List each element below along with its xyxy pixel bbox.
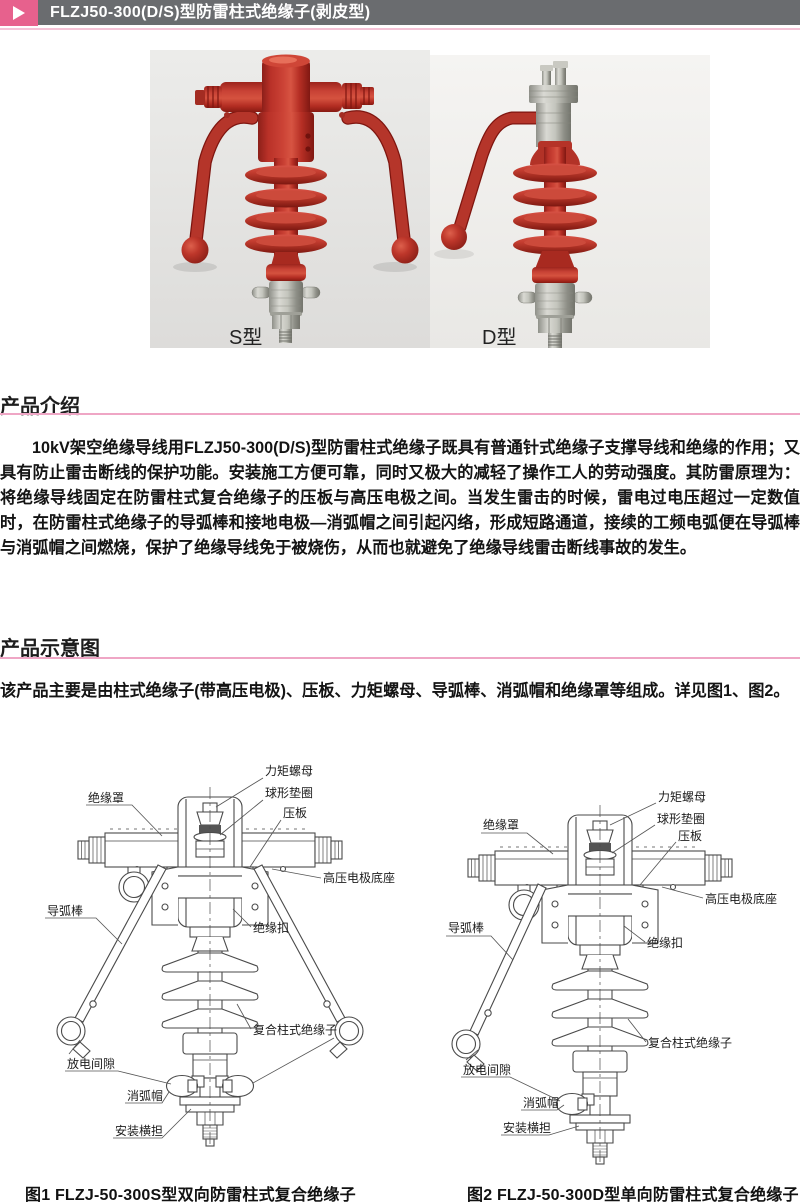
fig1-label-torque-nut: 力矩螺母 — [265, 764, 313, 778]
header-rule — [0, 28, 800, 30]
fig1-label-arc-quench-cap: 消弧帽 — [127, 1088, 163, 1103]
fig1-label-hv-electrode-base: 高压电极底座 — [323, 870, 395, 885]
fig2-label-discharge-gap: 放电间隙 — [463, 1062, 511, 1077]
fig1-label-pressure-plate: 压板 — [283, 806, 307, 820]
intro-rule — [0, 413, 800, 415]
figure2-leader-lines — [446, 802, 704, 1136]
fig1-label-insulation-cover: 绝缘罩 — [88, 790, 124, 805]
figure2-diagram: 力矩螺母 球形垫圈 压板 绝缘罩 高压电极底座 导弧棒 绝缘扣 复合柱式绝缘子 … — [446, 790, 777, 1166]
schematic-rule — [0, 657, 800, 659]
fig2-label-pressure-plate: 压板 — [678, 829, 702, 843]
page-title: FLZJ50-300(D/S)型防雷柱式绝缘子(剥皮型) — [50, 4, 371, 21]
photo-label-d: D型 — [482, 327, 517, 349]
fig1-label-spherical-washer: 球形垫圈 — [265, 785, 313, 800]
intro-heading: 产品介绍 — [0, 396, 80, 418]
figure1-leader-lines — [45, 777, 335, 1139]
fig2-label-hv-electrode-base: 高压电极底座 — [705, 891, 777, 906]
schematic-description: 该产品主要是由柱式绝缘子(带高压电极)、压板、力矩螺母、导弧棒、消弧帽和绝缘罩等… — [0, 682, 790, 700]
fig2-label-insulation-buckle: 绝缘扣 — [647, 935, 683, 950]
s-type-insulator-photo — [181, 54, 419, 343]
schematic-heading: 产品示意图 — [0, 638, 100, 660]
fig1-label-insulation-buckle: 绝缘扣 — [253, 920, 289, 935]
fig2-label-insulation-cover: 绝缘罩 — [483, 817, 519, 832]
fig2-label-spherical-washer: 球形垫圈 — [657, 811, 705, 826]
d-type-insulator-photo — [441, 61, 597, 348]
fig2-label-mounting-crossarm: 安装横担 — [503, 1120, 551, 1135]
fig1-label-discharge-gap: 放电间隙 — [67, 1056, 115, 1071]
figure2-caption: 图2 FLZJ-50-300D型单向防雷柱式复合绝缘子 — [467, 1187, 799, 1203]
photo-label-s: S型 — [229, 327, 263, 349]
photo-d-type — [430, 55, 710, 348]
fig2-label-arc-quench-cap: 消弧帽 — [523, 1095, 559, 1110]
figure1-caption: 图1 FLZJ-50-300S型双向防雷柱式复合绝缘子 — [25, 1187, 356, 1203]
page-header: FLZJ50-300(D/S)型防雷柱式绝缘子(剥皮型) — [0, 0, 800, 26]
fig2-label-arc-guide-rod: 导弧棒 — [448, 921, 484, 935]
fig2-label-composite-post-insulator: 复合柱式绝缘子 — [648, 1035, 732, 1050]
fig1-label-arc-guide-rod: 导弧棒 — [47, 904, 83, 918]
photo-s-type — [150, 50, 430, 348]
header-accent-block — [0, 0, 38, 26]
fig1-label-composite-post-insulator: 复合柱式绝缘子 — [253, 1022, 337, 1037]
play-icon — [13, 6, 25, 20]
fig1-label-mounting-crossarm: 安装横担 — [115, 1123, 163, 1138]
fig2-label-torque-nut: 力矩螺母 — [658, 790, 706, 804]
figure1-diagram: 力矩螺母 球形垫圈 压板 绝缘罩 高压电极底座 导弧棒 绝缘扣 复合柱式绝缘子 … — [45, 764, 395, 1148]
intro-paragraph: 10kV架空绝缘导线用FLZJ50-300(D/S)型防雷柱式绝缘子既具有普通针… — [0, 439, 800, 557]
